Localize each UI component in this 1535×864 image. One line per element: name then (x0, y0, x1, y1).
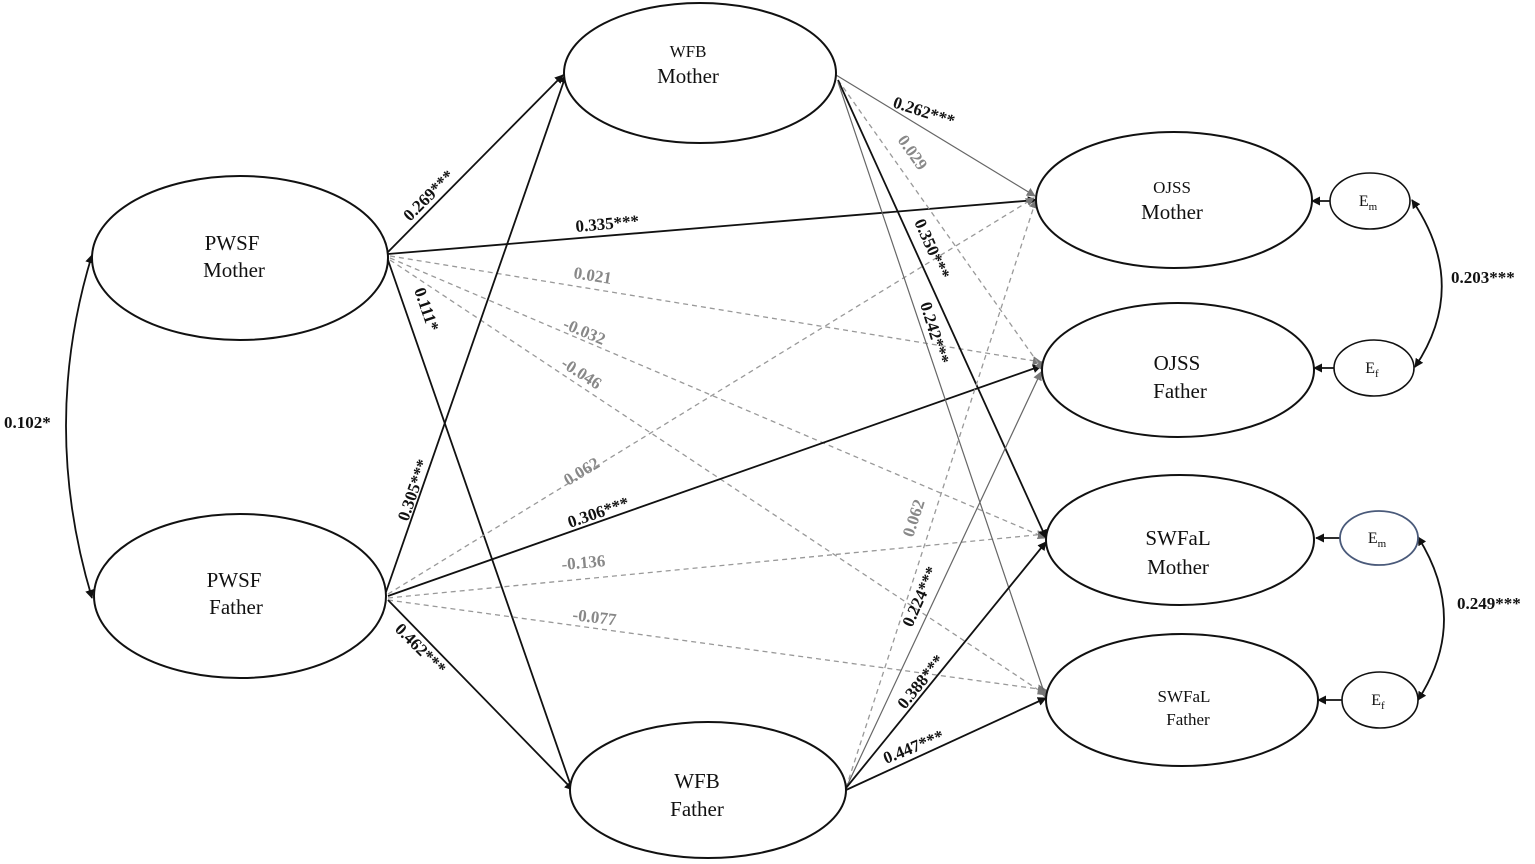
path-pf-swm (387, 530, 1047, 599)
path-pf-swf (387, 599, 1047, 694)
node-swfal-mother: SWFaL Mother (1045, 474, 1315, 606)
cov-pwsf (65, 254, 94, 599)
coef-pf-swm: -0.136 (561, 551, 606, 574)
coef-pf-wm: 0.305*** (394, 457, 433, 523)
path-wf-swm (845, 541, 1047, 789)
error-ojss-father: Ef (1333, 339, 1415, 397)
error-e2-base: E (1365, 360, 1375, 377)
node-ojss-father-line2: Father (1153, 379, 1207, 403)
path-pm-swm (389, 257, 1047, 539)
path-wf-ojm (845, 199, 1038, 789)
error-e4-base: E (1371, 692, 1381, 709)
coef-pm-wm: 0.269*** (399, 166, 458, 225)
coef-wm-swm: 0.350*** (910, 216, 953, 282)
error-e3-base: E (1368, 530, 1378, 547)
coef-wf-ojm: 0.062 (899, 497, 929, 539)
node-wfb-father: WFB Father (569, 721, 847, 859)
path-pm-ojm (387, 196, 1037, 255)
coef-err-cov-oj: 0.203*** (1451, 268, 1515, 287)
coef-wf-swm: 0.388*** (893, 651, 948, 713)
path-wm-ojm (835, 74, 1036, 197)
coef-pm-swm: -0.032 (560, 314, 608, 349)
node-pwsf-father: PWSF Father (93, 513, 387, 679)
path-pm-swf (389, 259, 1047, 696)
node-ojss-mother: OJSS Mother (1035, 131, 1313, 269)
node-ojss-mother-line2: Mother (1141, 200, 1203, 224)
path-wf-ojf (845, 371, 1042, 789)
path-pf-ojm (387, 197, 1035, 595)
error-e2-sub: f (1375, 368, 1379, 380)
path-wf-swf (845, 697, 1047, 791)
coef-wm-swf: 0.242*** (916, 300, 953, 367)
node-ojss-mother-line1: OJSS (1153, 178, 1191, 197)
node-swfal-father-line2: Father (1166, 710, 1210, 729)
error-e4-sub: f (1381, 700, 1385, 712)
node-ojss-father-line1: OJSS (1154, 351, 1201, 375)
path-pf-wm (385, 74, 568, 593)
coef-wm-ojm: 0.262*** (891, 93, 958, 131)
node-swfal-father-line1: SWFaL (1158, 687, 1211, 706)
coef-err-cov-sw: 0.249*** (1457, 594, 1521, 613)
node-pwsf-mother: PWSF Mother (91, 175, 389, 341)
node-pwsf-mother-line1: PWSF (205, 231, 260, 255)
path-wm-swf (837, 81, 1048, 699)
node-wfb-father-line2: Father (670, 797, 724, 821)
node-wfb-mother: WFB Mother (563, 2, 837, 144)
cov-err-sw (1417, 536, 1445, 701)
svg-text:Ef: Ef (1365, 360, 1379, 380)
path-pf-wf (387, 599, 574, 791)
coef-pf-ojf: 0.306*** (565, 493, 631, 532)
node-pwsf-father-line2: Father (209, 595, 263, 619)
path-pm-wf (387, 259, 575, 793)
node-wfb-mother-line2: Mother (657, 64, 719, 88)
coef-wm-ojf: 0.029 (894, 131, 932, 173)
path-pm-ojf (389, 255, 1042, 366)
svg-text:Ef: Ef (1371, 692, 1385, 712)
cov-err-oj (1411, 199, 1443, 368)
node-pwsf-father-line1: PWSF (207, 568, 262, 592)
coef-pm-ojf: 0.021 (572, 263, 613, 288)
node-swfal-mother-line1: SWFaL (1145, 526, 1210, 550)
error-ojss-mother: Em (1329, 172, 1411, 230)
svg-text:Em: Em (1359, 193, 1378, 213)
node-ojss-father: OJSS Father (1041, 302, 1315, 438)
error-e1-base: E (1359, 193, 1369, 210)
node-swfal-mother-line2: Mother (1147, 555, 1209, 579)
error-e3-sub: m (1378, 538, 1387, 550)
path-pf-ojf (387, 364, 1042, 597)
error-swfal-mother: Em (1339, 510, 1419, 566)
coef-pf-ojm: 0.062 (560, 453, 603, 489)
path-pm-wm (387, 74, 564, 253)
path-wm-swm (837, 79, 1047, 539)
error-e1-sub: m (1369, 201, 1378, 213)
node-wfb-mother-line1: WFB (670, 42, 707, 61)
coef-pf-wf: 0.462*** (391, 619, 450, 678)
node-wfb-father-line1: WFB (674, 769, 720, 793)
error-swfal-father: Ef (1341, 671, 1419, 729)
node-swfal-father: SWFaL Father (1045, 633, 1319, 767)
svg-text:Em: Em (1368, 530, 1387, 550)
coef-pm-ojm: 0.335*** (575, 212, 640, 236)
node-pwsf-mother-line2: Mother (203, 258, 265, 282)
coef-pwsf-cov: 0.102* (4, 413, 51, 432)
